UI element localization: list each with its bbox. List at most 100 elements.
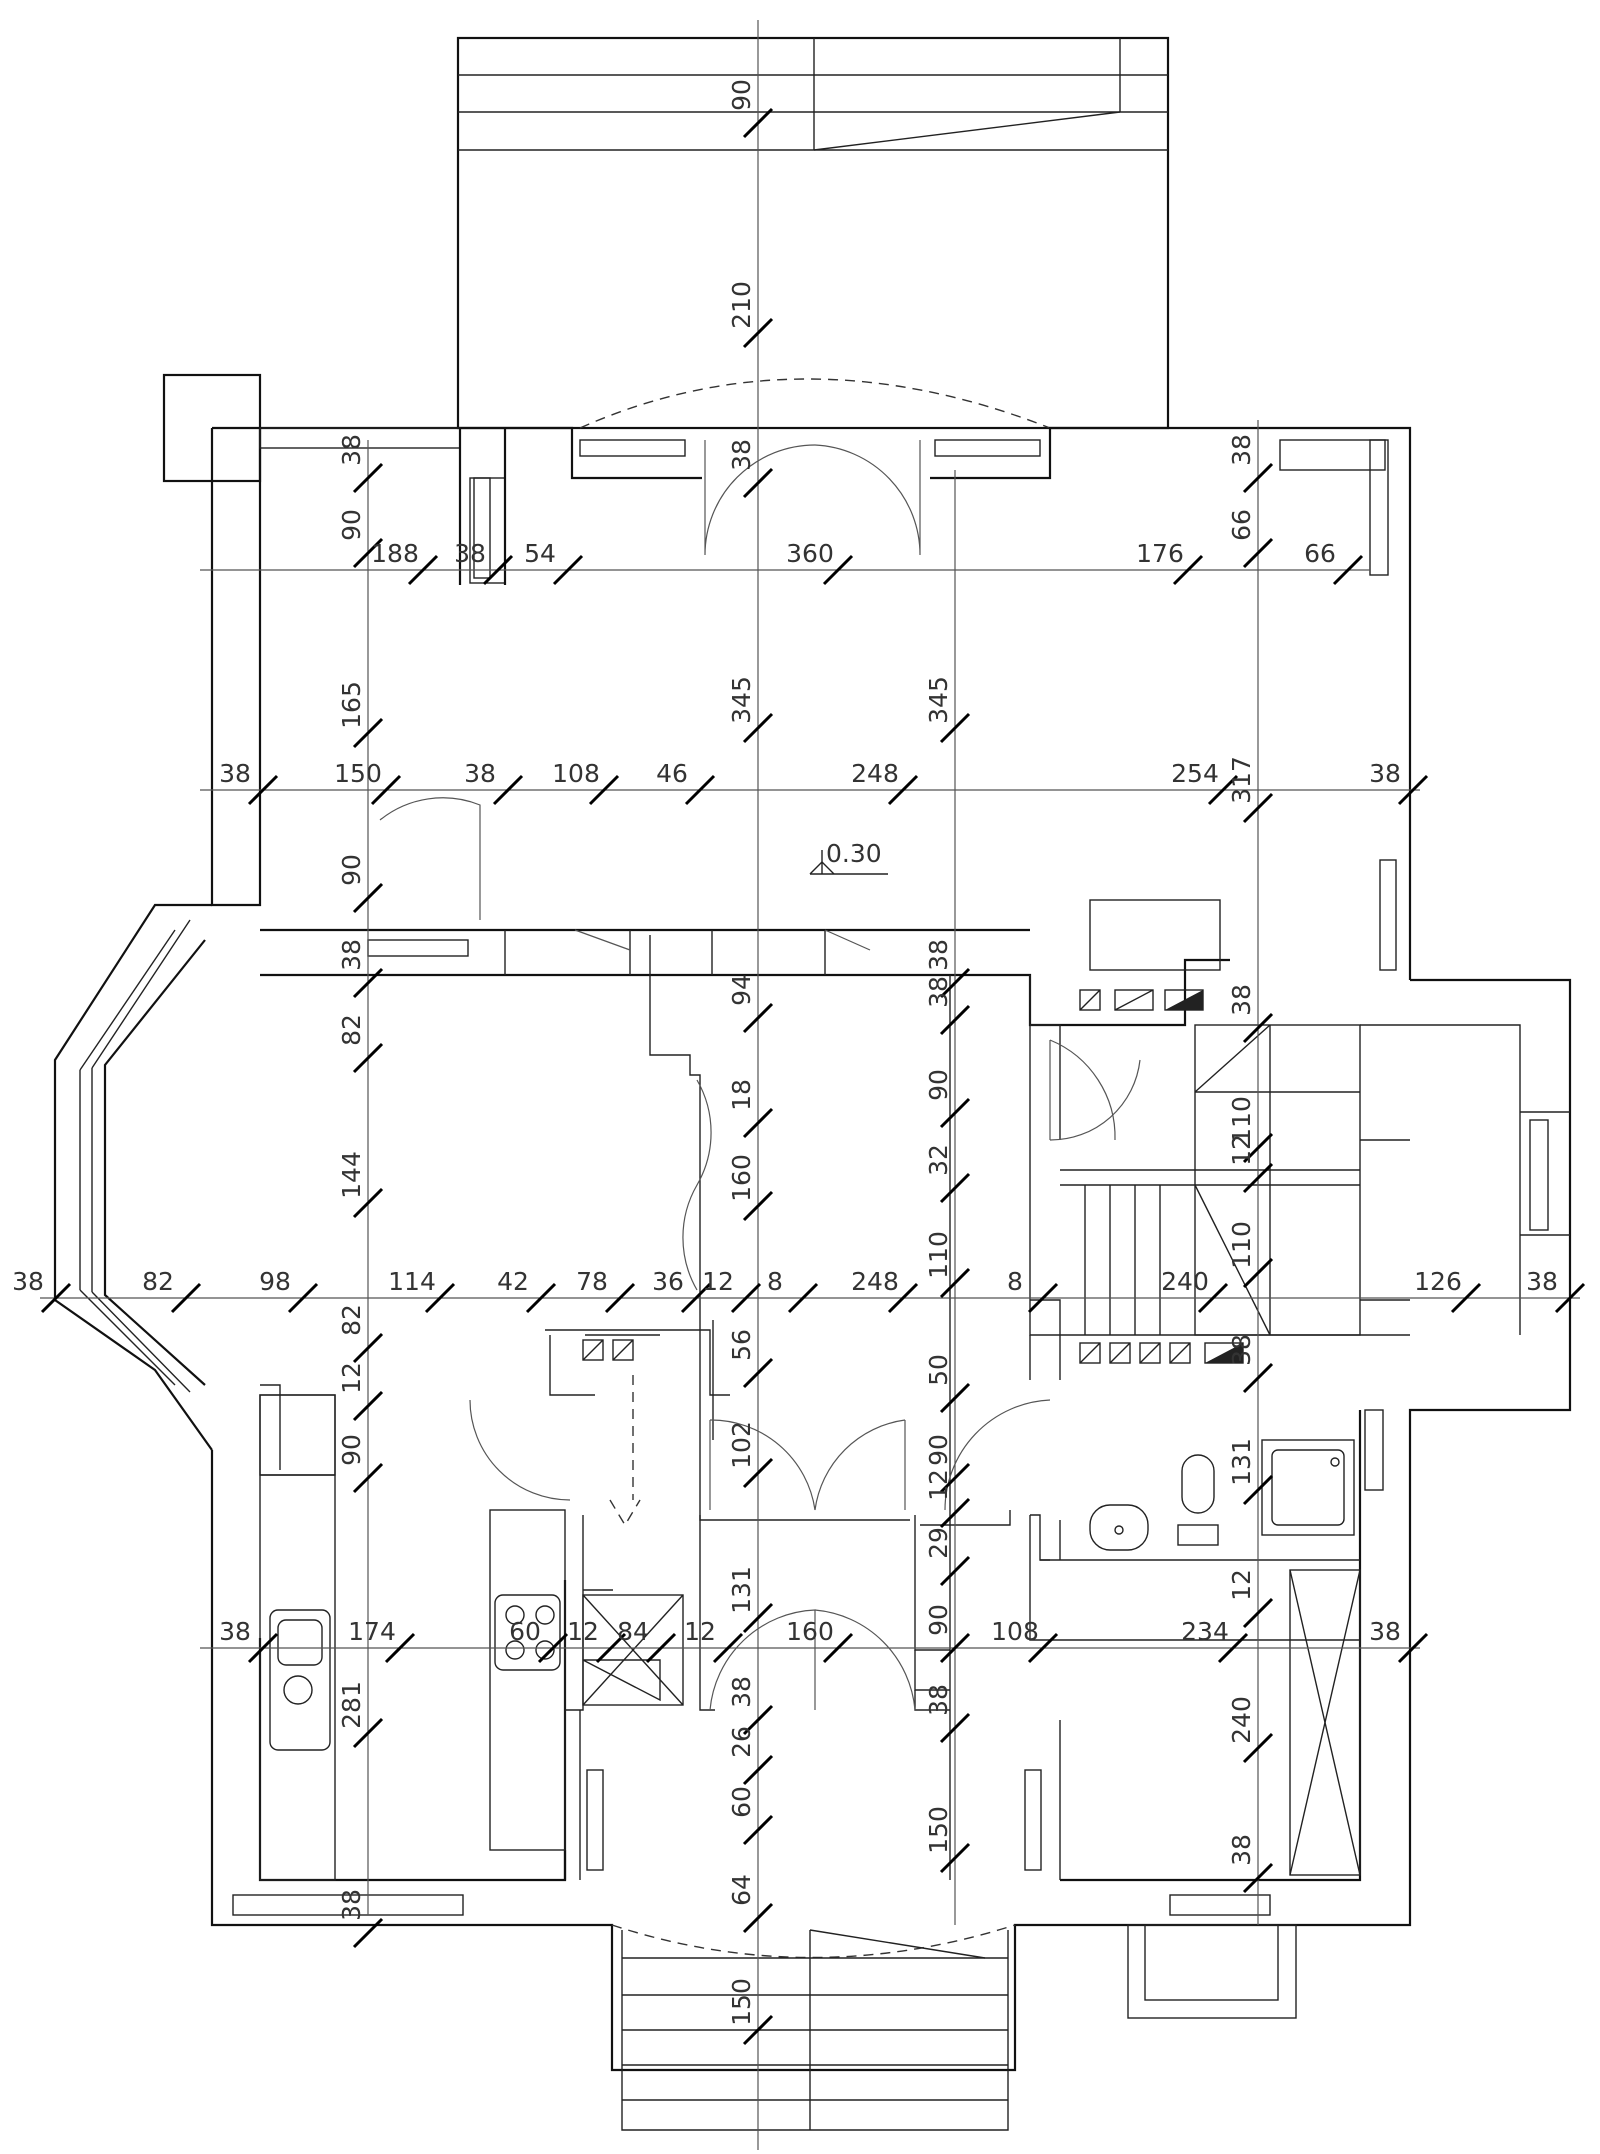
dimension-label: 126 [1414, 1267, 1462, 1296]
dimension-tick [1332, 554, 1364, 586]
dimension-label: 36 [652, 1267, 684, 1296]
dimension-label: 38 [924, 976, 953, 1008]
dimension-label: 38 [454, 539, 486, 568]
staircase [1060, 1024, 1361, 1336]
dimension-label: 345 [727, 676, 756, 724]
dimension-tick [822, 1632, 854, 1664]
dimension-tick [40, 1282, 72, 1314]
dimension-label: 38 [1227, 984, 1256, 1016]
dimension-label: 144 [337, 1151, 366, 1199]
dimension-tick [352, 537, 384, 569]
dimension-tick [352, 1917, 384, 1949]
dimension-label: 90 [727, 79, 756, 111]
dimension-tick [1242, 1132, 1274, 1164]
dimension-tick [352, 1042, 384, 1074]
dimension-tick [1242, 1362, 1274, 1394]
dimension-label: 82 [337, 1014, 366, 1046]
bathroom-fixtures [1089, 1439, 1361, 1876]
dimension-label: 281 [337, 1681, 366, 1729]
dimension-tick [939, 1004, 971, 1036]
dimension-label: 108 [991, 1617, 1039, 1646]
dimension-label: 248 [851, 1267, 899, 1296]
dimension-label: 94 [727, 974, 756, 1006]
dimension-label: 12 [684, 1617, 716, 1646]
dimension-label: 240 [1227, 1696, 1256, 1744]
rear-terrace [456, 36, 1170, 430]
dimension-label: 110 [1227, 1096, 1256, 1144]
dimension-tick [1242, 1597, 1274, 1629]
dimension-ticks [40, 107, 1586, 2046]
exterior-walls [53, 426, 1572, 2072]
dimension-tick [939, 1842, 971, 1874]
dimension-tick [742, 1814, 774, 1846]
dimension-tick [352, 462, 384, 494]
dimension-tick [939, 1462, 971, 1494]
ventilation-ducts [582, 989, 1244, 1364]
dimension-tick [384, 1632, 416, 1664]
dimension-tick [939, 1172, 971, 1204]
dimension-label: 188 [371, 539, 419, 568]
dimension-tick [787, 1282, 819, 1314]
dimension-tick [939, 1632, 971, 1664]
dimension-tick [370, 774, 402, 806]
dimension-label: 12 [702, 1267, 734, 1296]
dimension-label: 66 [1304, 539, 1336, 568]
dimension-tick [742, 1704, 774, 1736]
dimension-tick [492, 774, 524, 806]
dimension-label: 248 [851, 759, 899, 788]
dimension-label: 38 [924, 1684, 953, 1716]
dimension-tick [822, 554, 854, 586]
dimension-label: 12 [1227, 1569, 1256, 1601]
dimension-label: 38 [219, 1617, 251, 1646]
dimension-label: 12 [924, 1469, 953, 1501]
dimension-label: 38 [1369, 1617, 1401, 1646]
dimension-tick [352, 717, 384, 749]
dimension-tick [352, 1332, 384, 1364]
dimension-label: 165 [337, 681, 366, 729]
dimension-label: 42 [497, 1267, 529, 1296]
dimension-tick [742, 1754, 774, 1786]
dimension-tick [595, 1632, 627, 1664]
dimension-label: 110 [924, 1231, 953, 1279]
dimension-tick [939, 1555, 971, 1587]
dimension-label: 54 [524, 539, 556, 568]
dimension-label: 29 [924, 1527, 953, 1559]
dimension-label: 38 [727, 1676, 756, 1708]
front-steps [611, 1924, 1016, 2131]
dimension-tick [939, 967, 971, 999]
dimension-tick [742, 107, 774, 139]
dimension-label: 160 [786, 1617, 834, 1646]
dimension-tick [742, 467, 774, 499]
dimension-label: 78 [576, 1267, 608, 1296]
dimension-tick [407, 554, 439, 586]
dimension-label: 38 [727, 439, 756, 471]
dimension-label: 38 [924, 939, 953, 971]
dimension-tick [1242, 1474, 1274, 1506]
dimension-tick [352, 1390, 384, 1422]
dimension-label: 12 [337, 1362, 366, 1394]
dimension-tick [247, 1632, 279, 1664]
dimension-label: 82 [337, 1304, 366, 1336]
dimension-label: 150 [727, 1978, 756, 2026]
dimension-lines [40, 20, 1580, 2150]
dimension-tick [588, 774, 620, 806]
kitchen-fittings [259, 1375, 684, 1881]
dimension-label: 18 [727, 1079, 756, 1111]
dimension-label: 60 [509, 1617, 541, 1646]
dimension-tick [742, 1190, 774, 1222]
dimension-tick [1217, 1632, 1249, 1664]
dimension-label: 8 [767, 1267, 783, 1296]
dimension-label: 82 [142, 1267, 174, 1296]
dimension-tick [742, 2014, 774, 2046]
dimension-label: 12 [1227, 1134, 1256, 1166]
dimension-tick [352, 1717, 384, 1749]
dimension-tick [1242, 1012, 1274, 1044]
dimension-tick [352, 1462, 384, 1494]
dimension-label: 108 [552, 759, 600, 788]
dimension-tick [1242, 462, 1274, 494]
dimension-label: 38 [1227, 1334, 1256, 1366]
dimension-tick [939, 1382, 971, 1414]
dimension-label: 38 [1227, 434, 1256, 466]
dimension-label: 38 [1227, 1834, 1256, 1866]
dimension-label: 174 [348, 1617, 396, 1646]
